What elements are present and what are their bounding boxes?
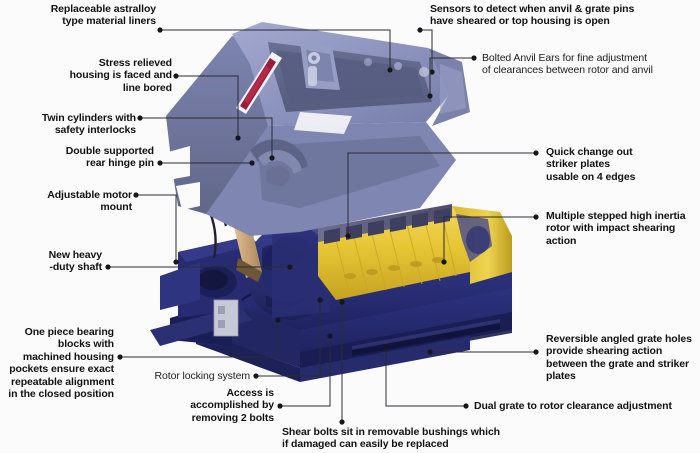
callout-new-heavy-duty-shaft: New heavy -duty shaft	[48, 249, 102, 274]
callout-one-piece-bearing-blocks: One piece bearing blocks with machined h…	[8, 326, 114, 401]
stepped-rotor	[318, 204, 512, 300]
upper-housing	[166, 22, 470, 236]
callout-quick-change-striker-plates: Quick change out striker plates usable o…	[546, 146, 636, 183]
callout-dual-grate-clearance: Dual grate to rotor clearance adjustment	[474, 400, 672, 412]
callout-double-supported-hinge-pin: Double supported rear hinge pin	[65, 145, 154, 170]
brand-nameplate	[236, 52, 282, 114]
callout-bolted-anvil-ears: Bolted Anvil Ears for fine adjustment of…	[482, 52, 653, 77]
callout-access-accomplished: Access is accomplished by removing 2 bol…	[190, 387, 274, 424]
hydraulic-cylinders	[200, 136, 262, 282]
callout-sensors-detect: Sensors to detect when anvil & grate pin…	[430, 3, 635, 28]
callout-adjustable-motor-mount: Adjustable motor mount	[47, 189, 132, 214]
callout-multiple-stepped-rotor: Multiple stepped high inertia rotor with…	[546, 210, 686, 247]
callout-stress-relieved-housing: Stress relieved housing is faced and lin…	[69, 57, 173, 94]
machine-base	[150, 228, 512, 382]
rotor-drum-housing	[246, 222, 334, 320]
callout-replaceable-liners: Replaceable astralloy type material line…	[50, 3, 156, 28]
callout-rotor-locking-system: Rotor locking system	[154, 370, 251, 382]
callout-twin-cylinders: Twin cylinders with safety interlocks	[41, 112, 136, 137]
callout-reversible-angled-grate-holes: Reversible angled grate holes provide sh…	[546, 333, 692, 383]
motor-drive-assembly	[160, 236, 277, 337]
callout-shear-bolts-bushings: Shear bolts sit in removable bushings wh…	[282, 426, 500, 451]
